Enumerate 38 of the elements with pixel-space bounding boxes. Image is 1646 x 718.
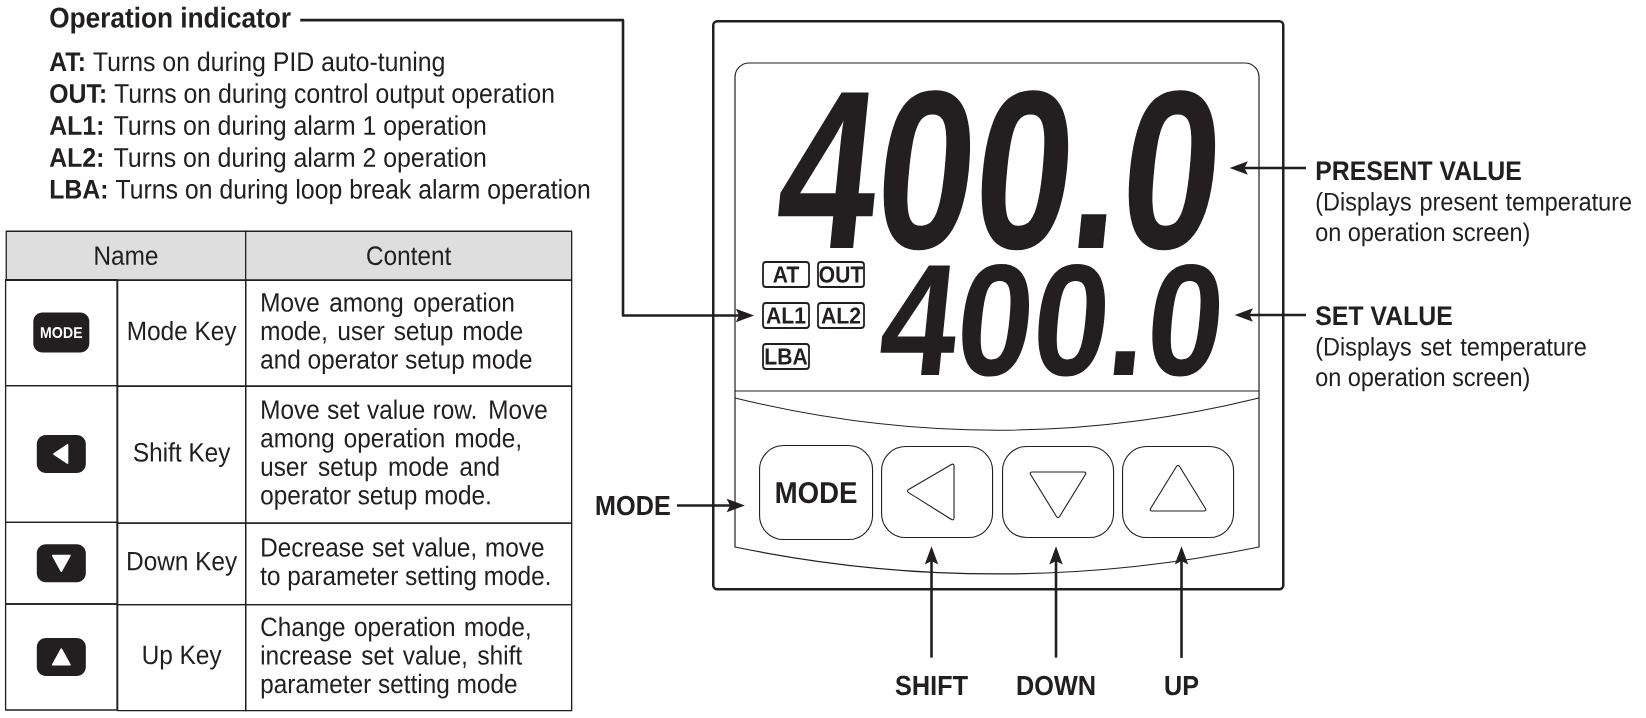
indicator-description: AL1: Turns on during alarm 1 operation	[49, 115, 486, 141]
header-cell: Content	[245, 230, 573, 281]
indicator-badge: AL2	[817, 302, 865, 329]
callout-heading: SET VALUE	[1315, 306, 1452, 326]
callout-description: (Displays set temperature on operation screen)	[1316, 337, 1586, 392]
callout-label: SHIFT	[895, 675, 968, 696]
callout-heading: PRESENT VALUE	[1316, 161, 1521, 181]
table-cell: Change operation mode, increase set value, shift parameter setting mode	[245, 604, 573, 712]
indicator-badge: AL1	[762, 302, 810, 329]
digit-readout: 400.0	[880, 264, 1220, 377]
controller-frame	[712, 20, 1285, 591]
key-button	[1122, 446, 1235, 539]
indicator-description: AL2: Turns on during alarm 2 operation	[49, 147, 486, 173]
key-button: MODE	[759, 445, 874, 541]
digit-readout: 400.0	[778, 90, 1216, 251]
table-cell: Mode Key	[117, 279, 247, 387]
table-cell: Shift Key	[117, 385, 247, 524]
callout-label: DOWN	[1017, 675, 1095, 696]
indicator-badge: OUT	[817, 261, 865, 288]
key-button	[881, 446, 994, 539]
callout-heading: Operation indicator	[50, 6, 291, 34]
callout-description: (Displays present temperature on operation screen)	[1316, 192, 1631, 247]
indicator-description: OUT: Turns on during control output operation	[50, 83, 554, 109]
table-cell: Up Key	[117, 604, 247, 712]
table-cell: Down Key	[117, 522, 247, 606]
indicator-description: AT: Turns on during PID auto-tuning	[49, 51, 444, 77]
key-button	[1002, 446, 1115, 539]
callout-label: UP	[1165, 676, 1199, 696]
indicator-badge: AT	[762, 261, 810, 288]
header-cell: Name	[5, 230, 247, 281]
indicator-description: LBA: Turns on during loop break alarm operation	[50, 179, 590, 205]
display-window	[734, 62, 1260, 392]
callout-label: MODE	[596, 495, 670, 516]
table-cell: Decrease set value, move to parameter setting mode.	[245, 522, 573, 606]
table-cell: Move set value row. Move among operation mode, user setup mode and operator setup mode.	[245, 385, 573, 524]
keypad-panel	[734, 390, 1260, 575]
indicator-badge: LBA	[762, 343, 810, 370]
table-cell: Move among operation mode, user setup mode and operator setup mode	[245, 279, 573, 387]
